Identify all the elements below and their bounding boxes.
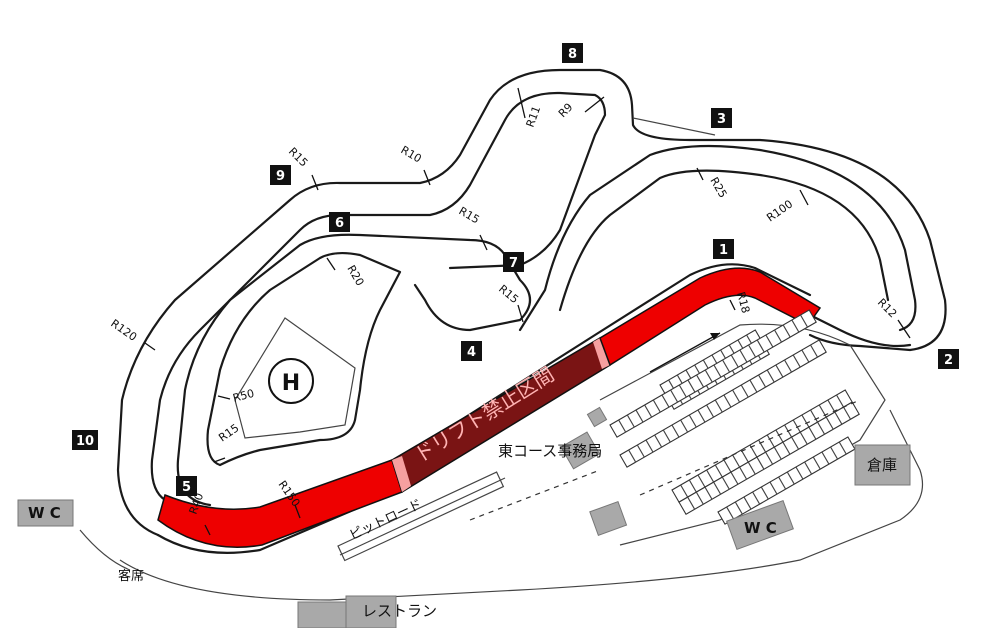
stands-label: 客席 bbox=[118, 568, 144, 584]
restaurant-label: レストラン bbox=[362, 602, 437, 620]
corner-marker-4: 4 bbox=[461, 341, 482, 361]
radius-r120: R120 bbox=[108, 317, 139, 344]
corner-marker-1: 1 bbox=[713, 239, 734, 259]
track-outer-edge bbox=[116, 68, 947, 537]
radius-r18: R18 bbox=[734, 290, 752, 314]
corner-marker-10: 10 bbox=[72, 430, 98, 450]
infield-track-inner bbox=[206, 251, 402, 467]
radius-r15-mid: R15 bbox=[457, 204, 482, 226]
parking-direction-arrow bbox=[649, 332, 721, 373]
corner-marker-2: 2 bbox=[938, 349, 959, 369]
radius-r50: R50 bbox=[231, 387, 255, 405]
radius-r10: R10 bbox=[399, 143, 424, 165]
office-building bbox=[560, 431, 601, 470]
radius-r9: R9 bbox=[556, 101, 576, 121]
svg-text:7: 7 bbox=[509, 256, 518, 271]
parking-direction-arrowhead bbox=[710, 333, 720, 340]
facility-boundary bbox=[119, 409, 924, 601]
corner-marker-9: 9 bbox=[270, 165, 291, 185]
wc-right-building bbox=[726, 500, 794, 550]
warehouse-label: 倉庫 bbox=[867, 456, 897, 474]
wc-left-label: W C bbox=[28, 504, 61, 522]
track-inner-edge bbox=[150, 91, 607, 502]
radius-r25: R25 bbox=[707, 175, 729, 200]
svg-text:3: 3 bbox=[717, 112, 726, 127]
track-sweeper-inner bbox=[558, 169, 890, 312]
radius-r11: R11 bbox=[524, 104, 544, 129]
small-building bbox=[586, 406, 608, 428]
storage-building bbox=[589, 500, 628, 536]
corner-marker-5: 5 bbox=[176, 476, 197, 496]
pit-road-line bbox=[339, 477, 506, 556]
corner-marker-3: 3 bbox=[711, 108, 732, 128]
heliport-label: H bbox=[282, 371, 300, 396]
parking-area-boundary bbox=[599, 323, 886, 546]
no-drift-marker-right bbox=[593, 338, 610, 369]
office-label: 東コース事務局 bbox=[498, 442, 602, 460]
track-link-line bbox=[632, 117, 716, 136]
radius-r15-low: R15 bbox=[496, 282, 521, 306]
pit-road-box bbox=[337, 471, 505, 562]
restaurant-building-1 bbox=[297, 601, 347, 628]
stands-arc bbox=[79, 529, 131, 571]
svg-text:4: 4 bbox=[467, 345, 476, 360]
warehouse-building bbox=[854, 444, 911, 486]
track-sweeper-outer bbox=[518, 144, 917, 332]
radius-r15-inner: R15 bbox=[216, 421, 241, 444]
radius-r20: R20 bbox=[344, 263, 366, 288]
parking-rows bbox=[609, 309, 860, 525]
restaurant-building-2 bbox=[345, 595, 397, 628]
access-road-dashed-2 bbox=[469, 469, 601, 521]
radius-r100: R100 bbox=[764, 197, 795, 224]
heliport-circle bbox=[268, 358, 314, 404]
corner-marker-6: 6 bbox=[329, 212, 350, 232]
no-drift-marker-left bbox=[392, 456, 411, 492]
infield-track-outer bbox=[176, 233, 532, 507]
radius-r12: R12 bbox=[875, 296, 899, 320]
svg-text:6: 6 bbox=[335, 216, 344, 231]
wc-left-building bbox=[17, 499, 74, 527]
wc-right-label: W C bbox=[744, 519, 777, 537]
svg-text:1: 1 bbox=[719, 243, 728, 258]
svg-text:9: 9 bbox=[276, 169, 285, 184]
svg-text:5: 5 bbox=[182, 480, 191, 495]
svg-text:8: 8 bbox=[568, 47, 577, 62]
corner-marker-8: 8 bbox=[562, 43, 583, 63]
svg-text:2: 2 bbox=[944, 353, 953, 368]
svg-text:10: 10 bbox=[76, 434, 94, 449]
heliport-area bbox=[234, 317, 356, 439]
radius-arrows bbox=[144, 87, 911, 536]
corner-marker-7: 7 bbox=[503, 252, 524, 272]
